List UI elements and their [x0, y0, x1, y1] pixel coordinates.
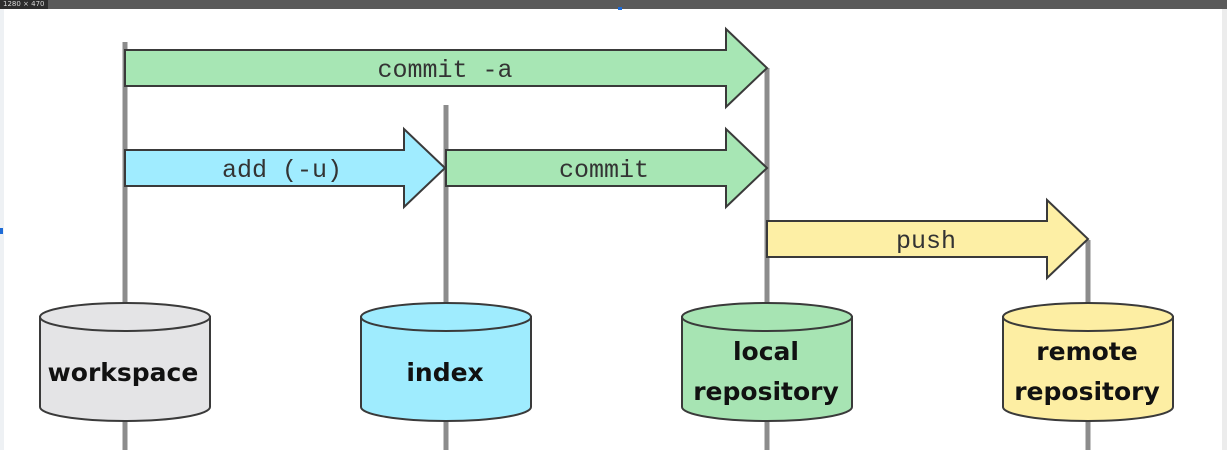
- workspace-cylinder-top: [39, 302, 211, 332]
- window-size-label: 1280 × 470: [0, 0, 48, 9]
- local-repository-label-line2: repository: [693, 377, 839, 406]
- window-top-bar: 1280 × 470: [0, 0, 1227, 10]
- commit-all-arrow-shape: [124, 26, 769, 110]
- right-window-edge: [1222, 9, 1227, 450]
- push-arrow-shape: [766, 197, 1090, 281]
- arrow-push: push: [766, 197, 1090, 281]
- remote-repository-cylinder-body: [1002, 316, 1174, 422]
- index-cylinder-top: [360, 302, 532, 332]
- commit-arrow-shape: [445, 126, 769, 210]
- remote-repository-label-line2: repository: [1014, 377, 1160, 406]
- add-label: add (-u): [222, 156, 342, 185]
- arrow-commit: commit: [445, 126, 769, 210]
- remote-repository-cylinder-top: [1002, 302, 1174, 332]
- window-handle-dot: [618, 7, 622, 10]
- left-edge-marker: [0, 228, 3, 234]
- arrow-commit-all: commit -a: [124, 26, 769, 110]
- commit-label: commit: [559, 156, 649, 185]
- index-label: index: [406, 358, 483, 387]
- workspace-cylinder-body: [39, 316, 211, 422]
- remote-repository-store: remote repository: [1002, 302, 1174, 422]
- workspace-store: workspace: [39, 302, 211, 422]
- arrow-add: add (-u): [124, 126, 447, 210]
- add-arrow-shape: [124, 126, 447, 210]
- workspace-label: workspace: [48, 358, 199, 387]
- push-label: push: [896, 227, 956, 256]
- index-cylinder-body: [360, 316, 532, 422]
- remote-repository-label-line1: remote: [1036, 337, 1137, 366]
- index-store: index: [360, 302, 532, 422]
- local-repository-cylinder-top: [681, 302, 853, 332]
- local-repository-label-line1: local: [733, 337, 799, 366]
- local-repository-store: local repository: [681, 302, 853, 422]
- local-repository-cylinder-body: [681, 316, 853, 422]
- commit-all-label: commit -a: [377, 56, 512, 85]
